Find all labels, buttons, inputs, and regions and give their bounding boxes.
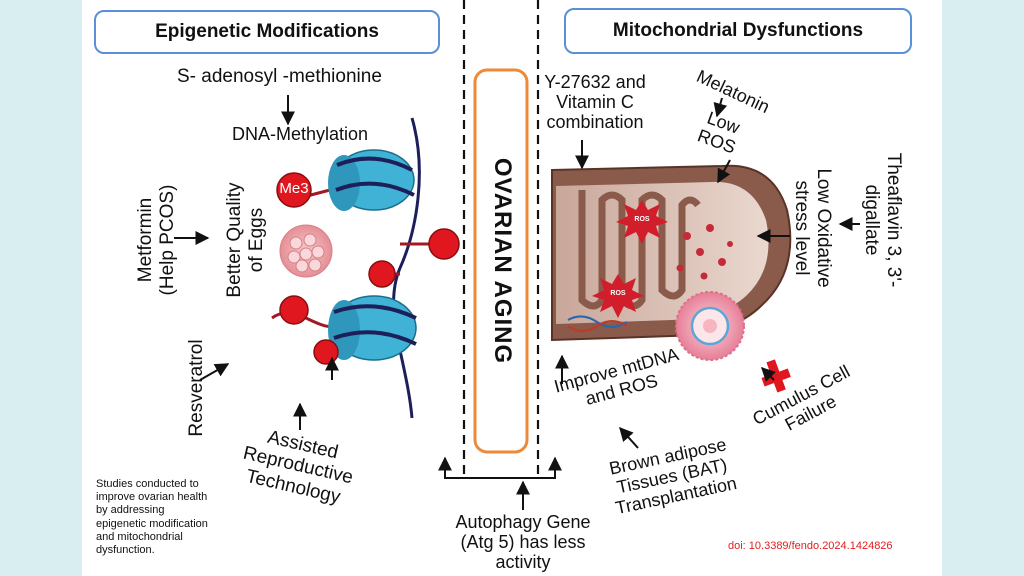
resveratrol-label: Resveratrol xyxy=(186,339,207,437)
ovarian-aging-title: OVARIAN AGING xyxy=(489,157,516,365)
theaflavin-label: Theaflavin 3, 3'- digallate xyxy=(861,152,904,288)
ros-star-top xyxy=(616,200,668,244)
ros-particles xyxy=(676,224,733,280)
ros-star-bottom xyxy=(592,274,644,318)
diagram-graphics xyxy=(174,0,860,510)
doi-citation: doi: 10.3389/fendo.2024.1424826 xyxy=(728,540,893,552)
cumulus-oocyte xyxy=(675,291,745,361)
nucleosome-top xyxy=(328,149,415,211)
header-epigenetic: Epigenetic Modifications xyxy=(94,10,440,54)
ros-label-top: ROS xyxy=(634,216,650,223)
ros-label-bottom: ROS xyxy=(610,290,626,297)
studies-note: Studies conducted to improve ovarian hea… xyxy=(96,478,208,556)
better-quality-label: Better Quality of Eggs xyxy=(224,182,267,298)
nucleosome-bottom xyxy=(328,295,417,361)
egg-cluster xyxy=(279,224,333,278)
metformin-label: Metformin (Help PCOS) xyxy=(135,184,178,296)
autophagy-label: Autophagy Gene (Atg 5) has less activity xyxy=(455,512,591,573)
ovarian-aging-box xyxy=(473,68,529,454)
low-oxidative-label: Low Oxidative stress level xyxy=(791,168,834,288)
header-mitochondrial: Mitochondrial Dysfunctions xyxy=(564,8,912,54)
red-cross-icon xyxy=(761,359,791,393)
sam-label: S- adenosyl -methionine xyxy=(177,66,382,87)
me3-label: Me3 xyxy=(279,180,309,197)
me3-ball xyxy=(276,172,312,208)
dna-methylation-label: DNA-Methylation xyxy=(232,124,369,144)
slide: Epigenetic Modifications Mitochondrial D… xyxy=(82,0,942,576)
mitochondrion xyxy=(551,164,792,342)
y27632-label: Y-27632 and Vitamin C combination xyxy=(544,72,646,133)
dna-strand xyxy=(392,117,421,419)
